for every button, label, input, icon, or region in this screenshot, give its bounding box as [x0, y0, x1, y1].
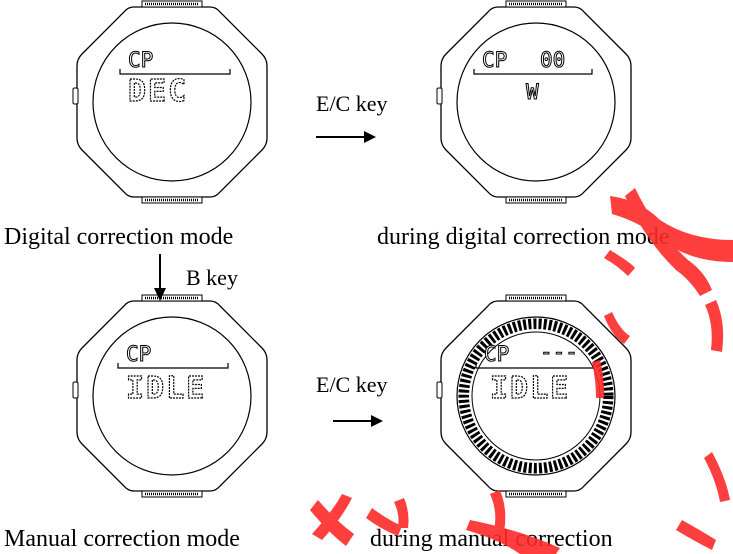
- caption-digital-correction-mode: Digital correction mode: [4, 224, 233, 250]
- lcd-top-right-text: ---: [540, 340, 578, 364]
- arrow-head: [371, 415, 383, 427]
- lcd-divider: [117, 363, 229, 369]
- watermark-stroke: [704, 452, 730, 502]
- watch-manual-correction: CP IDLE: [71, 293, 269, 499]
- lcd-divider: [119, 69, 231, 75]
- arrow-label-ec-top: E/C key: [316, 91, 388, 116]
- arrow-head: [364, 131, 376, 143]
- watch-during-digital-correction: CP 00 W: [435, 0, 633, 205]
- watermark-stroke: [604, 250, 635, 276]
- watermark-stroke: [676, 520, 716, 550]
- watermark-stroke: [466, 520, 560, 554]
- watermark-stroke: [312, 494, 352, 540]
- watermark: [310, 188, 733, 554]
- lcd-top-right-text: 00: [540, 48, 565, 72]
- lcd-main-text: W: [526, 80, 539, 104]
- lcd-top-text: CP: [126, 342, 151, 366]
- lcd-main-text: DEC: [128, 74, 188, 109]
- arrow-ec-key-bottom: E/C key: [316, 372, 388, 427]
- arrow-b-key: B key: [154, 254, 238, 301]
- watch-during-manual-correction: CP --- IDLE: [435, 293, 633, 499]
- watermark-stroke: [394, 498, 409, 528]
- lcd-top-text: CP: [482, 48, 507, 72]
- watermark-stroke: [705, 300, 724, 352]
- watermark-stroke: [490, 490, 506, 532]
- lcd-main-text: IDLE: [490, 371, 570, 406]
- watermark-stroke: [625, 188, 712, 296]
- watch-digital-correction: CP DEC: [71, 0, 269, 205]
- lcd-main-text: IDLE: [126, 371, 206, 406]
- arrow-label-ec-bottom: E/C key: [316, 372, 388, 397]
- arrow-head: [154, 288, 166, 301]
- segment-ring: [458, 318, 614, 474]
- caption-manual-correction-mode: Manual correction mode: [4, 526, 240, 552]
- watermark-stroke: [604, 312, 630, 344]
- lcd-top-text: CP: [484, 342, 509, 366]
- caption-during-digital-correction: during digital correction mode: [377, 224, 670, 250]
- arrow-ec-key-top: E/C key: [316, 91, 388, 143]
- lcd-divider: [473, 69, 593, 75]
- watermark-stroke: [592, 360, 605, 398]
- lcd-top-text: CP: [128, 48, 153, 72]
- arrow-label-b-key: B key: [186, 265, 238, 290]
- watermark-stroke: [366, 508, 402, 536]
